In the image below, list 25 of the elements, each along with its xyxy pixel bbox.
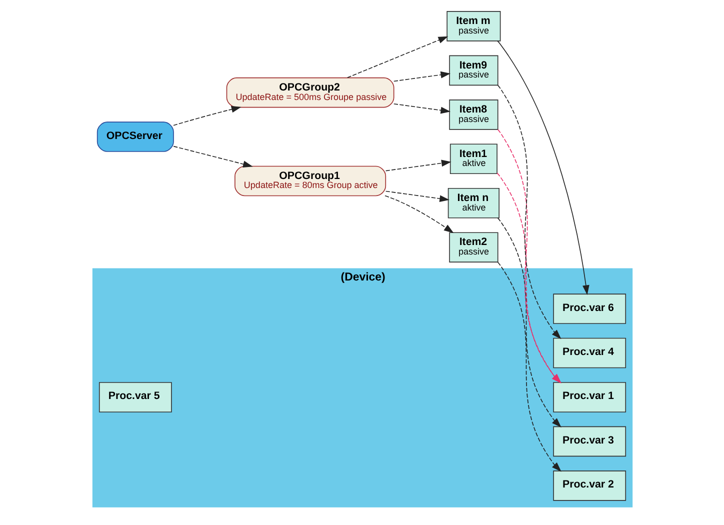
node-box: Item8 passive xyxy=(448,100,498,130)
node-box: Proc.var 3 xyxy=(552,426,626,457)
arrow xyxy=(496,40,589,296)
arrow xyxy=(392,103,450,114)
node-box: OPCGroup1 UpdateRate = 80ms Group active xyxy=(234,166,386,196)
node-box: Item m passive xyxy=(446,11,500,42)
node-box: OPCGroup2 UpdateRate = 500ms Groupe passive xyxy=(226,77,394,108)
node-box: Item9 passive xyxy=(448,55,498,86)
node-box: Item n aktive xyxy=(447,188,499,218)
arrow xyxy=(384,190,449,202)
arrow xyxy=(172,106,241,126)
arrow xyxy=(346,36,448,78)
arrow xyxy=(172,146,252,168)
node-box: Item2 passive xyxy=(448,232,498,262)
node-box: Proc.var 1 xyxy=(552,382,626,412)
node-box: Proc.var 6 xyxy=(552,294,626,324)
arrow xyxy=(384,160,451,172)
node-box: OPCServer xyxy=(96,122,174,152)
arrow xyxy=(384,195,454,234)
arrow xyxy=(392,71,450,82)
node-box: Proc.var 4 xyxy=(552,338,626,368)
node-box: Proc.var 2 xyxy=(552,470,626,501)
node-box: Proc.var 5 xyxy=(98,382,172,412)
arrow xyxy=(496,84,561,340)
node-box: Item1 aktive xyxy=(449,144,497,174)
